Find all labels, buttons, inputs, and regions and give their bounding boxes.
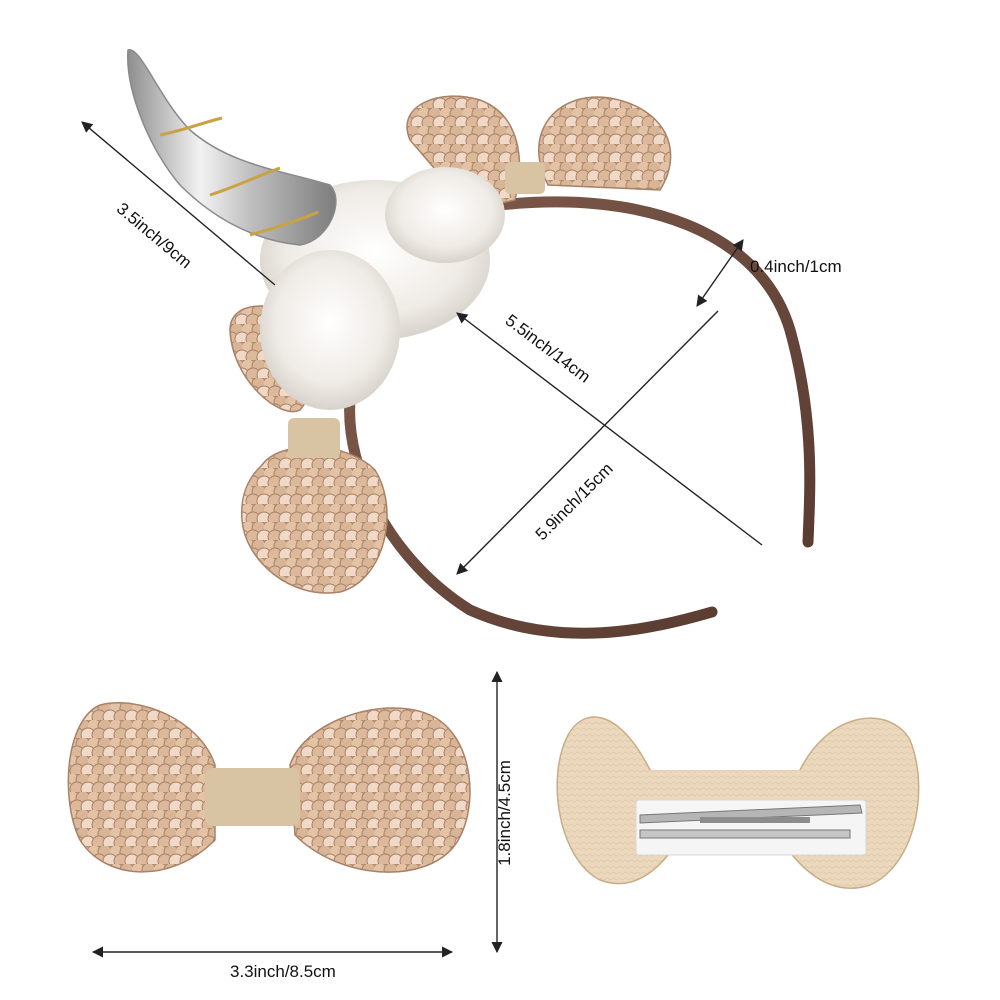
unicorn-horn [127, 49, 337, 246]
headband-band-lower [344, 394, 718, 639]
label-bow-height: 1.8inch/4.5cm [494, 760, 514, 866]
arrow-band-span-b [456, 310, 719, 575]
arrow-band-width [696, 239, 744, 307]
label-band-width: 0.4inch/1cm [750, 257, 842, 276]
headband [127, 49, 816, 639]
sequin-hair-bow [67, 702, 471, 873]
arrow-horn-height [81, 121, 276, 286]
ribbon-knot-left [288, 418, 340, 458]
felt-hair-bow-back [556, 716, 920, 889]
sequin-ear-right [538, 96, 672, 191]
alligator-clip [639, 804, 863, 839]
arrow-band-span-a [456, 312, 763, 546]
headband-band [494, 196, 816, 548]
label-bow-width: 3.3inch/8.5cm [230, 962, 336, 981]
ribbon-knot-top [505, 162, 545, 194]
ribbon-knot-bow-front [205, 768, 300, 826]
dimension-arrows [81, 121, 763, 958]
